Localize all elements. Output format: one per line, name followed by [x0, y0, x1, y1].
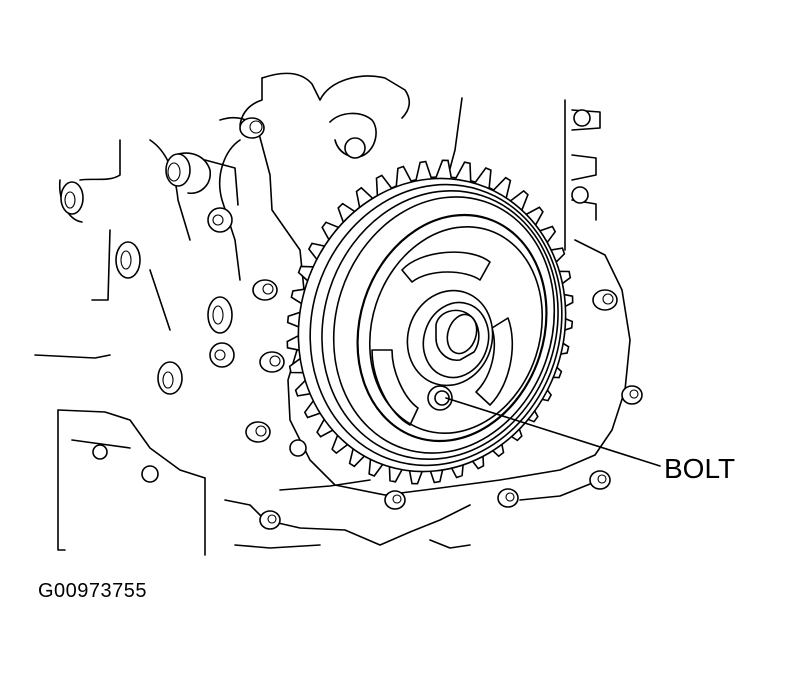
bolt-icon	[259, 351, 285, 373]
crankshaft-pulley-icon	[297, 177, 567, 473]
bolt-leader-line	[445, 397, 661, 467]
bolt-callout-label: BOLT	[664, 453, 735, 484]
figure-id: G00973755	[38, 580, 148, 602]
bolt-icon	[209, 342, 235, 368]
bolt-icon	[92, 444, 108, 460]
bolt-icon	[344, 137, 366, 159]
bolt-icon	[157, 361, 183, 395]
bolt-icon	[207, 296, 233, 334]
bolt-icon	[141, 465, 159, 483]
bolt-icon	[165, 153, 191, 187]
bolt-icon	[621, 385, 643, 405]
bolt-icon	[207, 207, 233, 233]
cover-bolts	[60, 109, 643, 530]
bolt-icon	[60, 181, 84, 215]
bolt-icon	[289, 439, 307, 457]
bolt-icon	[239, 117, 265, 139]
bolt-icon	[589, 470, 611, 490]
bolt-icon	[497, 488, 519, 508]
bolt-icon	[571, 186, 589, 204]
bolt-icon	[592, 289, 618, 311]
pulley-bolt-icon	[427, 385, 453, 411]
bolt-icon	[245, 421, 271, 443]
bolt-icon	[252, 279, 278, 301]
bolt-icon	[573, 109, 591, 127]
bolt-icon	[384, 490, 406, 510]
bolt-icon	[115, 241, 141, 279]
bolt-icon	[259, 510, 281, 530]
